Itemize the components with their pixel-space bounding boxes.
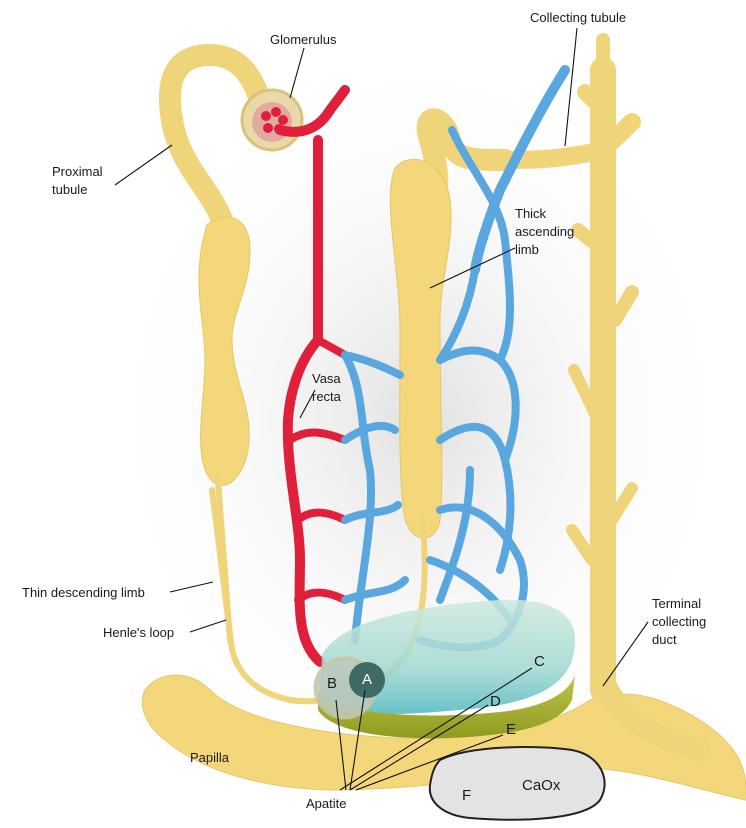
label-b: B xyxy=(327,675,337,692)
label-vasa-recta-line1: Vasa xyxy=(312,371,341,386)
label-thin-descending-limb: Thin descending limb xyxy=(22,585,145,600)
label-proximal-tubule-line2: tubule xyxy=(52,182,87,197)
label-f: F xyxy=(462,787,471,804)
label-d: D xyxy=(490,693,501,710)
label-thick-ascending-line3: limb xyxy=(515,242,539,257)
label-proximal-tubule-line1: Proximal xyxy=(52,164,103,179)
label-papilla: Papilla xyxy=(190,750,230,765)
label-terminal-line3: duct xyxy=(652,632,677,647)
label-apatite: Apatite xyxy=(306,796,346,811)
label-thick-ascending-line1: Thick xyxy=(515,206,547,221)
label-terminal-line2: collecting xyxy=(652,614,706,629)
label-a: A xyxy=(362,671,372,688)
glomerulus xyxy=(242,90,302,150)
caox-stone xyxy=(430,747,605,820)
label-collecting-tubule: Collecting tubule xyxy=(530,10,626,25)
label-caox: CaOx xyxy=(522,777,561,794)
label-e: E xyxy=(506,721,516,738)
label-terminal-line1: Terminal xyxy=(652,596,701,611)
label-henles-loop: Henle's loop xyxy=(103,625,174,640)
label-c: C xyxy=(534,653,545,670)
label-vasa-recta-line2: recta xyxy=(312,389,342,404)
label-glomerulus: Glomerulus xyxy=(270,32,337,47)
label-thick-ascending-line2: ascending xyxy=(515,224,574,239)
